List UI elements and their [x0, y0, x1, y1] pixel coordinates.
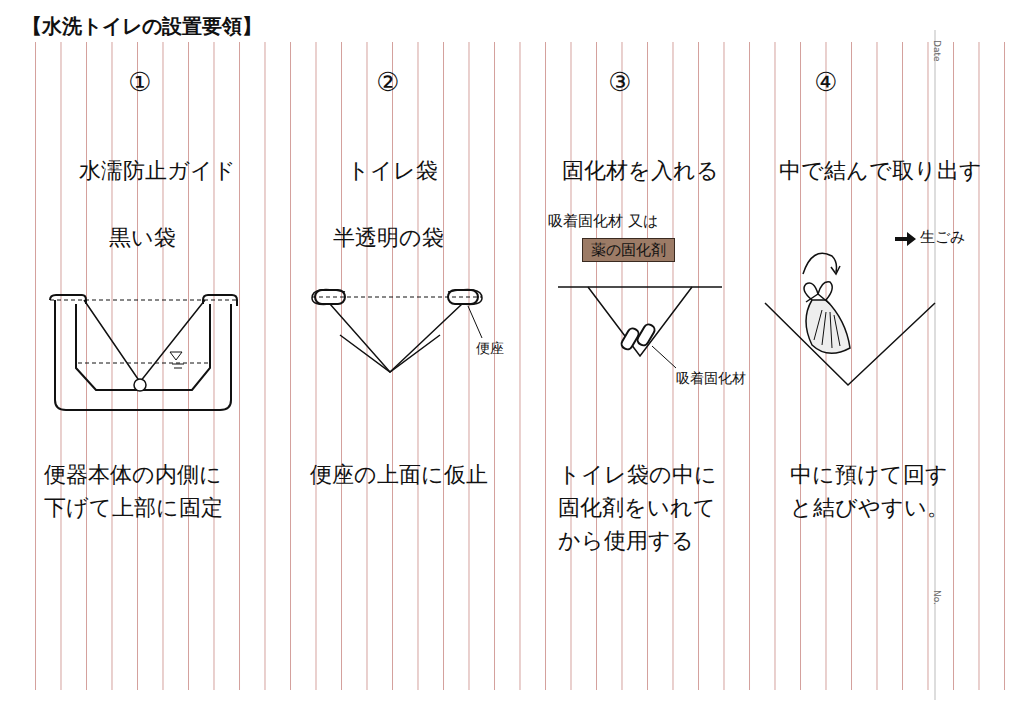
step-caption: 中に預けて回す と結びやすい。 [790, 458, 980, 524]
step-heading: 固化材を入れる [562, 157, 719, 185]
callout-number: ④ [814, 66, 837, 99]
toilet-seat [312, 290, 482, 372]
callout-number: ② [376, 66, 399, 99]
box-text: 薬の固化剤 [591, 241, 666, 259]
step-heading: 中で結んで取り出す [779, 157, 982, 185]
step-heading: 水濡防止ガイド [79, 157, 236, 185]
part-label: 吸着固化材 [676, 370, 746, 388]
title: 【水洗トイレの設置要領】 [22, 14, 262, 39]
callout-number: ① [128, 66, 151, 99]
page-field: Date [931, 40, 942, 62]
page-field: No. [931, 590, 942, 605]
step-heading: トイレ袋 [347, 157, 438, 185]
part-label: 便座 [476, 340, 504, 358]
bag-label: 黒い袋 [109, 224, 176, 252]
ruled-lines [35, 42, 1010, 690]
step-caption: トイレ袋の中に 固化剤をいれて から使用する [558, 458, 758, 557]
toilet-section [50, 295, 238, 410]
bag-label: 半透明の袋 [333, 224, 444, 252]
material-box: 薬の固化剤 [582, 238, 675, 262]
material-label: 吸着固化材 又は [548, 212, 658, 231]
result-label: 生ごみ [920, 228, 965, 247]
step-caption: 便座の上面に仮止 [310, 458, 520, 491]
tied-bag [765, 232, 935, 385]
callout-number: ③ [608, 66, 631, 99]
bag-with-solidifier [558, 287, 722, 368]
step-caption: 便器本体の内側に 下げて上部に固定 [44, 458, 254, 524]
